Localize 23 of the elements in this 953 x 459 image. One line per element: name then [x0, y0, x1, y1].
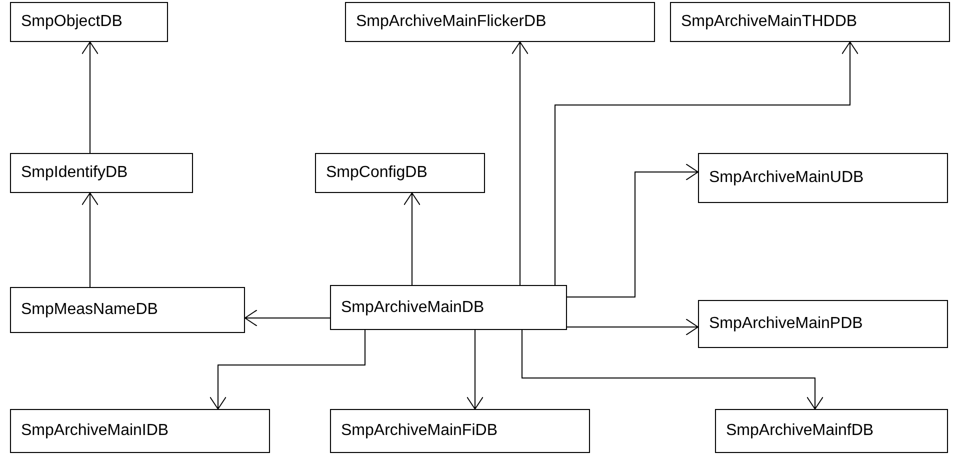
arrow	[466, 330, 484, 410]
arrow	[210, 330, 366, 410]
arrow	[244, 310, 330, 326]
class-box: SmpArchiveMainUDB	[698, 153, 948, 203]
class-box: SmpArchiveMainFiDB	[330, 409, 590, 453]
class-box: SmpConfigDB	[315, 153, 485, 193]
class-box: SmpArchiveMainDB	[330, 285, 567, 330]
class-box: SmpArchiveMainTHDDB	[670, 2, 950, 42]
arrow	[554, 42, 858, 286]
arrow	[566, 164, 698, 298]
class-box: SmpIdentifyDB	[10, 153, 193, 193]
arrow	[404, 192, 420, 286]
class-box: SmpArchiveMainFlickerDB	[345, 2, 655, 42]
class-box: SmpMeasNameDB	[10, 287, 245, 333]
arrow	[522, 330, 824, 410]
class-box: SmpArchiveMainIDB	[10, 409, 270, 453]
arrow	[82, 42, 98, 154]
arrow	[82, 192, 98, 288]
class-box: SmpArchiveMainfDB	[715, 409, 948, 453]
class-box: SmpObjectDB	[10, 2, 168, 42]
class-box: SmpArchiveMainPDB	[698, 300, 948, 348]
arrow	[566, 318, 698, 336]
arrow	[512, 42, 528, 286]
